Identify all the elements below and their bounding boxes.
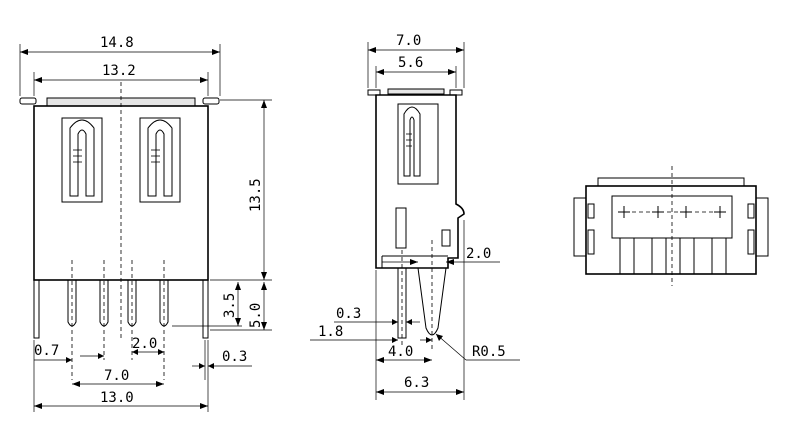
dim-side-pin-row-offset: 4.0 [388, 344, 413, 360]
side-top-tab-left [367, 89, 381, 96]
signal-pins [67, 260, 169, 380]
dim-inner-width: 13.2 [102, 63, 136, 79]
dim-side-lead-thickness: 0.3 [336, 306, 361, 322]
dim-side-lead-offset: 1.8 [318, 324, 343, 340]
end-view [573, 166, 769, 286]
end-side-right [755, 197, 769, 257]
left-tab [19, 97, 37, 105]
dim-pin-pitch: 2.0 [132, 336, 157, 352]
dim-lead-span: 13.0 [100, 390, 134, 406]
dim-side-tab-offset: 2.0 [466, 246, 491, 262]
dim-pin-length-long: 5.0 [248, 303, 264, 328]
latch-spring-left [61, 117, 103, 203]
side-lead-bent [417, 267, 447, 336]
side-view: 7.0 5.6 2.0 0.3 1.8 4.0 [310, 33, 520, 400]
dim-lead-width: 0.3 [222, 349, 247, 365]
end-side-left [573, 197, 587, 257]
dim-side-lead-span: 6.3 [404, 375, 429, 391]
end-contacts [618, 206, 726, 218]
shell-leg-left [33, 279, 40, 339]
dim-pin-length-short: 3.5 [222, 293, 238, 318]
latch-spring-right [139, 117, 181, 203]
dim-pin-span: 7.0 [104, 368, 129, 384]
end-top-strip [597, 177, 745, 187]
side-body [375, 94, 465, 269]
right-tab [202, 97, 220, 105]
dim-side-radius: R0.5 [472, 344, 506, 360]
dim-side-inner-depth: 5.6 [398, 55, 423, 71]
side-top-flange [387, 88, 445, 95]
dim-overall-width: 14.8 [100, 35, 134, 51]
shell-leg-right [202, 279, 209, 339]
dim-body-height: 13.5 [248, 178, 264, 212]
side-lead-straight [397, 268, 407, 339]
front-view: 14.8 13.2 13.5 3.5 5.0 2.0 [19, 35, 272, 412]
dim-pin-offset: 0.7 [34, 343, 59, 359]
dim-side-overall-depth: 7.0 [396, 33, 421, 49]
